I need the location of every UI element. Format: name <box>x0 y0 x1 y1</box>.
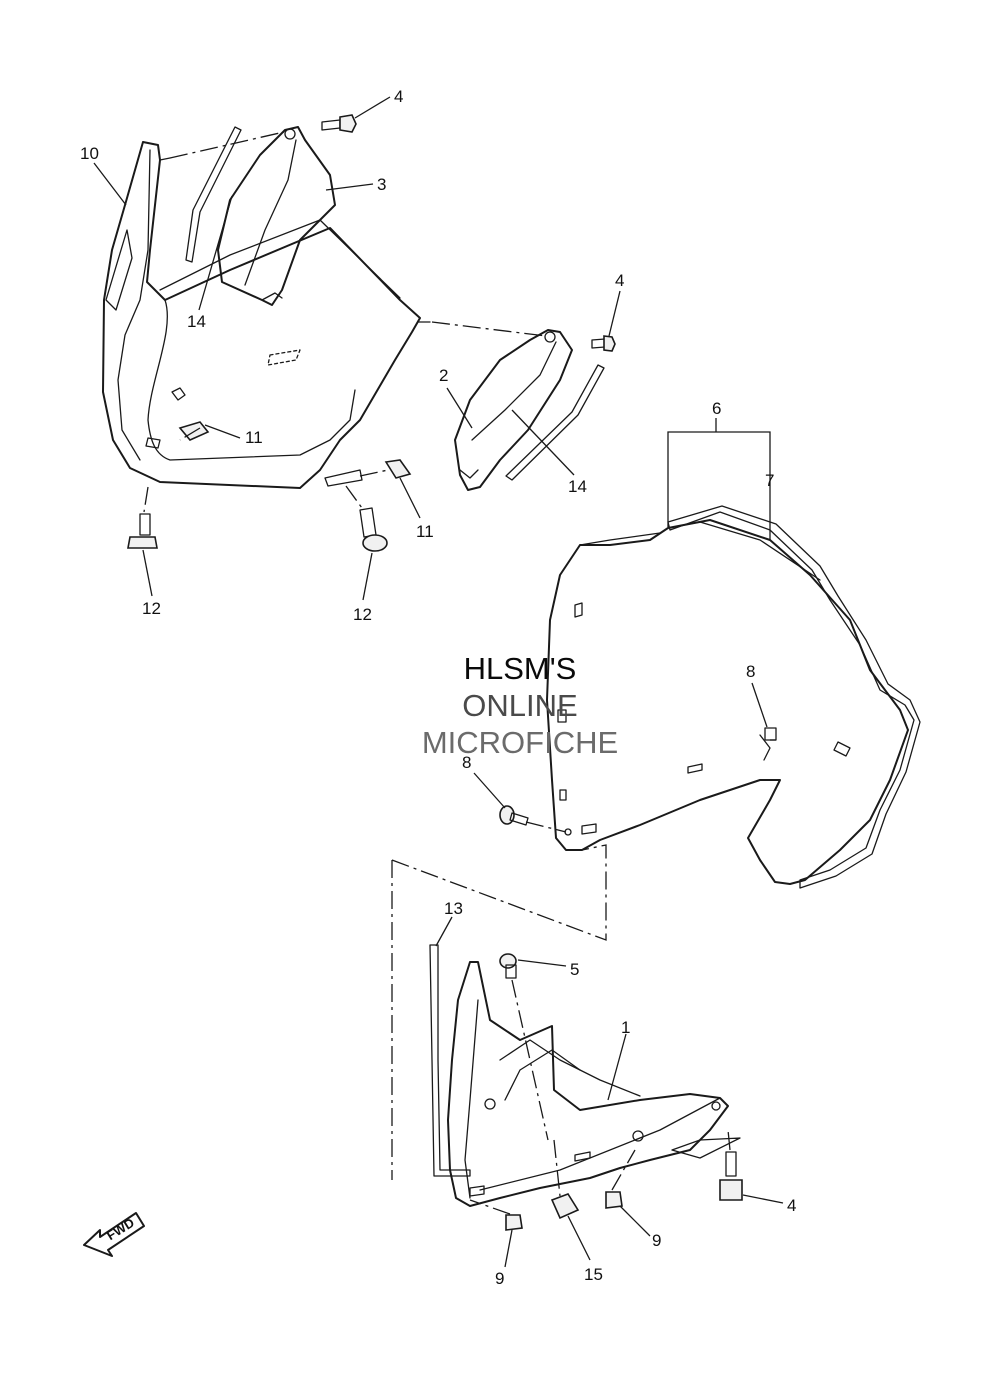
callout-9a: 9 <box>652 1231 661 1250</box>
callout-11b: 11 <box>416 522 434 541</box>
callout-labels: 4 3 10 14 4 2 14 11 11 12 12 6 7 8 8 13 … <box>80 87 796 1288</box>
callout-9b: 9 <box>495 1269 504 1288</box>
part-1-inner-panel <box>447 961 741 1207</box>
callout-3: 3 <box>377 175 386 194</box>
callout-5: 5 <box>570 960 579 979</box>
part-3-side-panel <box>217 126 336 306</box>
callout-8a: 8 <box>746 662 755 681</box>
watermark-line-1: HLSM'S <box>463 651 577 686</box>
callout-4b: 4 <box>615 271 624 290</box>
callout-14b: 14 <box>568 477 587 496</box>
watermark-line-2: ONLINE <box>462 688 578 723</box>
leader-lines <box>93 96 784 1268</box>
callout-4c: 4 <box>787 1196 796 1215</box>
callout-15: 15 <box>584 1265 603 1284</box>
watermark-line-3: MICROFICHE <box>421 725 619 760</box>
callout-8b: 8 <box>462 753 471 772</box>
part-7-trim <box>667 505 921 889</box>
fwd-arrow-icon: FWD <box>83 1212 145 1257</box>
callout-10: 10 <box>80 144 99 163</box>
callout-6: 6 <box>712 399 721 418</box>
part-14a-strip <box>185 126 242 263</box>
callout-7: 7 <box>765 471 774 490</box>
part-14b-strip <box>505 364 605 481</box>
alignment-lines <box>143 131 776 1215</box>
callout-4a: 4 <box>394 87 403 106</box>
part-2-side-panel <box>454 329 573 491</box>
callout-12a: 12 <box>142 599 161 618</box>
callout-1: 1 <box>621 1018 630 1037</box>
part-10-upper-cowling <box>102 141 431 489</box>
callout-13: 13 <box>444 899 463 918</box>
callout-11a: 11 <box>245 428 263 447</box>
part-13-edge-strip <box>429 944 471 1177</box>
callout-14a: 14 <box>187 312 206 331</box>
callout-2: 2 <box>439 366 448 385</box>
callout-12b: 12 <box>353 605 372 624</box>
fwd-label: FWD <box>104 1215 137 1243</box>
